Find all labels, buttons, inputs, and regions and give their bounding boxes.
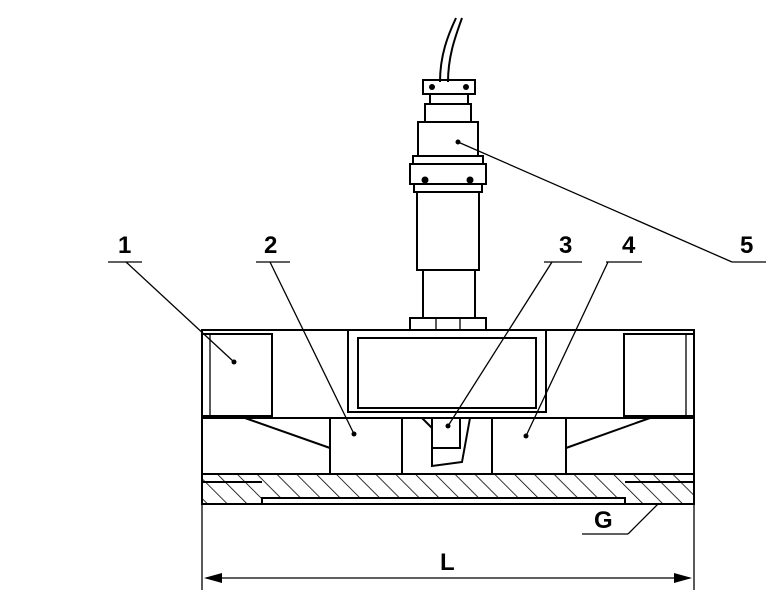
impeller — [421, 417, 471, 468]
thread-label: G — [594, 507, 613, 534]
length-dimension — [201, 504, 695, 590]
pipe-wall-section — [201, 473, 695, 505]
length-label: L — [440, 549, 455, 576]
flow-straightener-right — [491, 417, 651, 475]
cable-gland — [422, 79, 476, 123]
leader-lines — [108, 139, 766, 535]
callout-5: 5 — [740, 232, 753, 259]
callout-3: 3 — [559, 232, 572, 259]
callout-4: 4 — [622, 232, 636, 259]
callout-1: 1 — [118, 232, 131, 259]
callout-2: 2 — [264, 232, 277, 259]
sensor-head — [409, 121, 487, 193]
flow-straightener-left — [244, 417, 403, 475]
sensor-body — [409, 191, 487, 331]
signal-cable — [439, 17, 463, 83]
